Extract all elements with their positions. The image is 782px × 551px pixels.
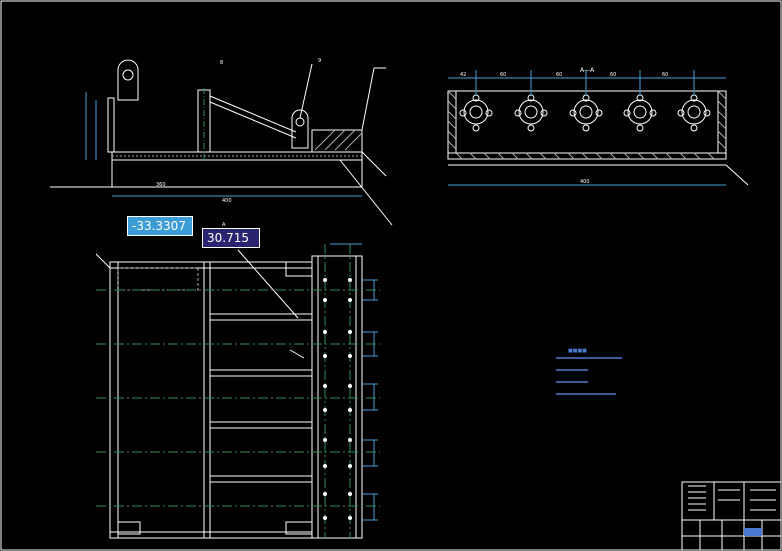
front-dim-base: 360 [156, 182, 166, 188]
technical-notes-title: ■■■■ [568, 348, 587, 354]
coordinate-x-input[interactable]: -33.3307 [127, 216, 193, 236]
section-label: A—A [580, 67, 595, 74]
title-block [681, 481, 782, 551]
section-dim-end: 42 [460, 72, 466, 78]
section-dim-width: 400 [580, 179, 590, 185]
bolt-hole-4 [623, 94, 657, 132]
section-dim-1: 60 [500, 72, 506, 78]
front-view [50, 59, 393, 226]
front-callout-9: 9 [318, 58, 321, 64]
top-view-marker: A [222, 222, 226, 228]
section-dim-3: 60 [610, 72, 616, 78]
bolt-hole-2 [514, 94, 548, 132]
bolt-hole-5 [677, 94, 711, 132]
coordinate-y-input[interactable]: 30.715 [202, 228, 260, 248]
front-dim-width: 400 [222, 198, 232, 204]
strip-holes [323, 278, 352, 520]
technical-notes [556, 357, 622, 395]
section-dim-4: 60 [662, 72, 668, 78]
front-callout-8: 8 [220, 60, 223, 66]
section-dim-2: 60 [556, 72, 562, 78]
top-view [95, 243, 378, 539]
bolt-hole-3 [569, 94, 603, 132]
bolt-hole-1 [459, 94, 493, 132]
section-view [447, 70, 749, 186]
centerlines [96, 244, 380, 538]
